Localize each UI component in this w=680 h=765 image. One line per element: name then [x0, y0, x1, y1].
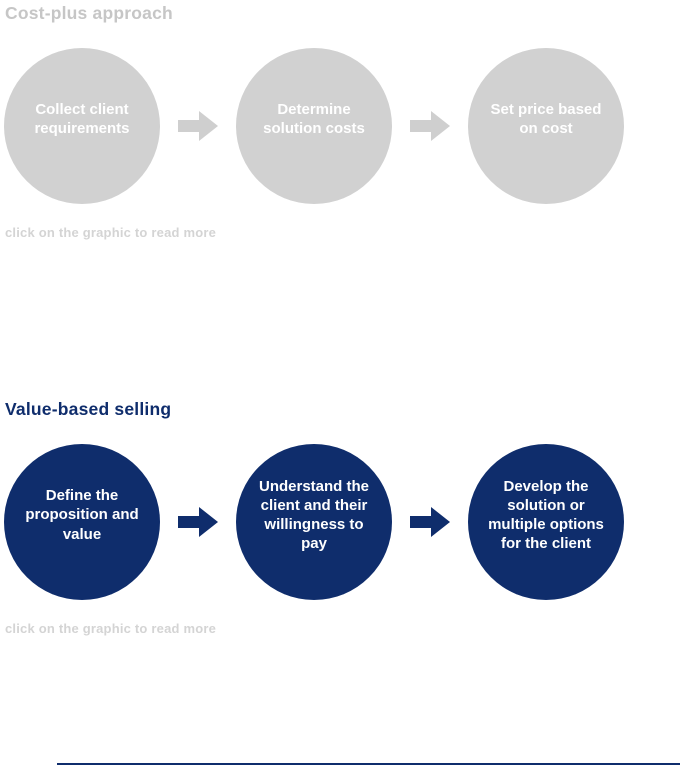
arrow-head: [199, 111, 218, 141]
value-based-process-flow: Define the proposition and value Underst…: [4, 444, 680, 600]
step-circle-develop-solution-or-options[interactable]: Develop the solution or multiple options…: [468, 444, 624, 600]
step-label: Collect client requirements: [34, 100, 130, 137]
bottom-divider: [57, 763, 680, 765]
arrow-right-icon: [160, 507, 236, 537]
step-label: Understand the client and their willingn…: [258, 477, 369, 553]
step-circle-define-proposition-and-value[interactable]: Define the proposition and value: [4, 444, 160, 600]
step-circle-collect-client-requirements[interactable]: Collect client requirements: [4, 48, 160, 204]
step-label: Determine solution costs: [263, 100, 365, 137]
step-label: Set price based on cost: [490, 100, 602, 137]
section-value-based: Value-based selling Define the propositi…: [0, 399, 680, 636]
cost-plus-process-flow: Collect client requirements Determine so…: [4, 48, 680, 204]
arrow-tail: [178, 516, 199, 528]
step-circle-understand-client-willingness-to-pay[interactable]: Understand the client and their willingn…: [236, 444, 392, 600]
step-label: Define the proposition and value: [25, 487, 139, 543]
arrow-right-icon: [160, 111, 236, 141]
arrow-head: [431, 111, 450, 141]
section-title-value-based: Value-based selling: [5, 399, 172, 419]
arrow-right-icon: [392, 111, 468, 141]
arrow-head: [199, 507, 218, 537]
click-hint-value-based: click on the graphic to read more: [5, 621, 217, 636]
section-title-cost-plus: Cost-plus approach: [5, 3, 173, 23]
step-circle-determine-solution-costs[interactable]: Determine solution costs: [236, 48, 392, 204]
arrow-head: [431, 507, 450, 537]
click-hint-cost-plus: click on the graphic to read more: [5, 225, 217, 240]
step-circle-set-price-based-on-cost[interactable]: Set price based on cost: [468, 48, 624, 204]
arrow-tail: [410, 516, 431, 528]
arrow-tail: [410, 120, 431, 132]
section-cost-plus: Cost-plus approach Collect client requir…: [0, 0, 680, 240]
step-label: Develop the solution or multiple options…: [488, 477, 604, 553]
arrow-right-icon: [392, 507, 468, 537]
arrow-tail: [178, 120, 199, 132]
